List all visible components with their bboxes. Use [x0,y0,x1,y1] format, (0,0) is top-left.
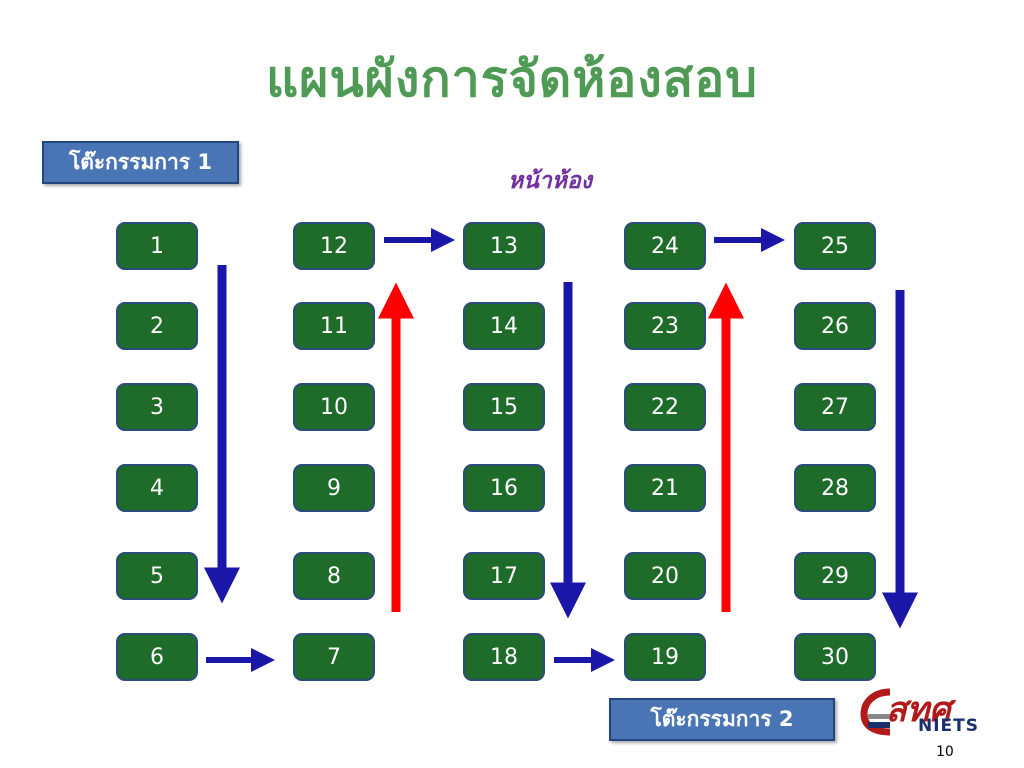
seat-8: 8 [293,552,375,600]
seat-4: 4 [116,464,198,512]
seat-16: 16 [463,464,545,512]
seat-10: 10 [293,383,375,431]
seat-25: 25 [794,222,876,270]
seat-1: 1 [116,222,198,270]
seat-23: 23 [624,302,706,350]
seat-14: 14 [463,302,545,350]
seat-13: 13 [463,222,545,270]
book-icon [860,688,891,736]
seat-5: 5 [116,552,198,600]
page-number: 10 [936,744,954,760]
seat-12: 12 [293,222,375,270]
seat-18: 18 [463,633,545,681]
seat-15: 15 [463,383,545,431]
seat-9: 9 [293,464,375,512]
seat-19: 19 [624,633,706,681]
committee-desk-1: โต๊ะกรรมการ 1 [42,141,239,184]
seat-21: 21 [624,464,706,512]
seat-24: 24 [624,222,706,270]
seat-27: 27 [794,383,876,431]
logo-text-thai: สทศ [886,690,951,730]
seat-2: 2 [116,302,198,350]
seat-6: 6 [116,633,198,681]
seat-30: 30 [794,633,876,681]
committee-desk-2: โต๊ะกรรมการ 2 [609,698,835,741]
seat-22: 22 [624,383,706,431]
seat-26: 26 [794,302,876,350]
seat-17: 17 [463,552,545,600]
logo-text-english: NIETS [918,716,980,736]
front-of-room-label: หน้าห้อง [507,168,592,194]
page-title: แผนผังการจัดห้องสอบ [265,50,759,108]
niets-logo: สทศ NIETS [856,682,1004,742]
seat-20: 20 [624,552,706,600]
seat-11: 11 [293,302,375,350]
seat-7: 7 [293,633,375,681]
seat-3: 3 [116,383,198,431]
seat-29: 29 [794,552,876,600]
seat-28: 28 [794,464,876,512]
